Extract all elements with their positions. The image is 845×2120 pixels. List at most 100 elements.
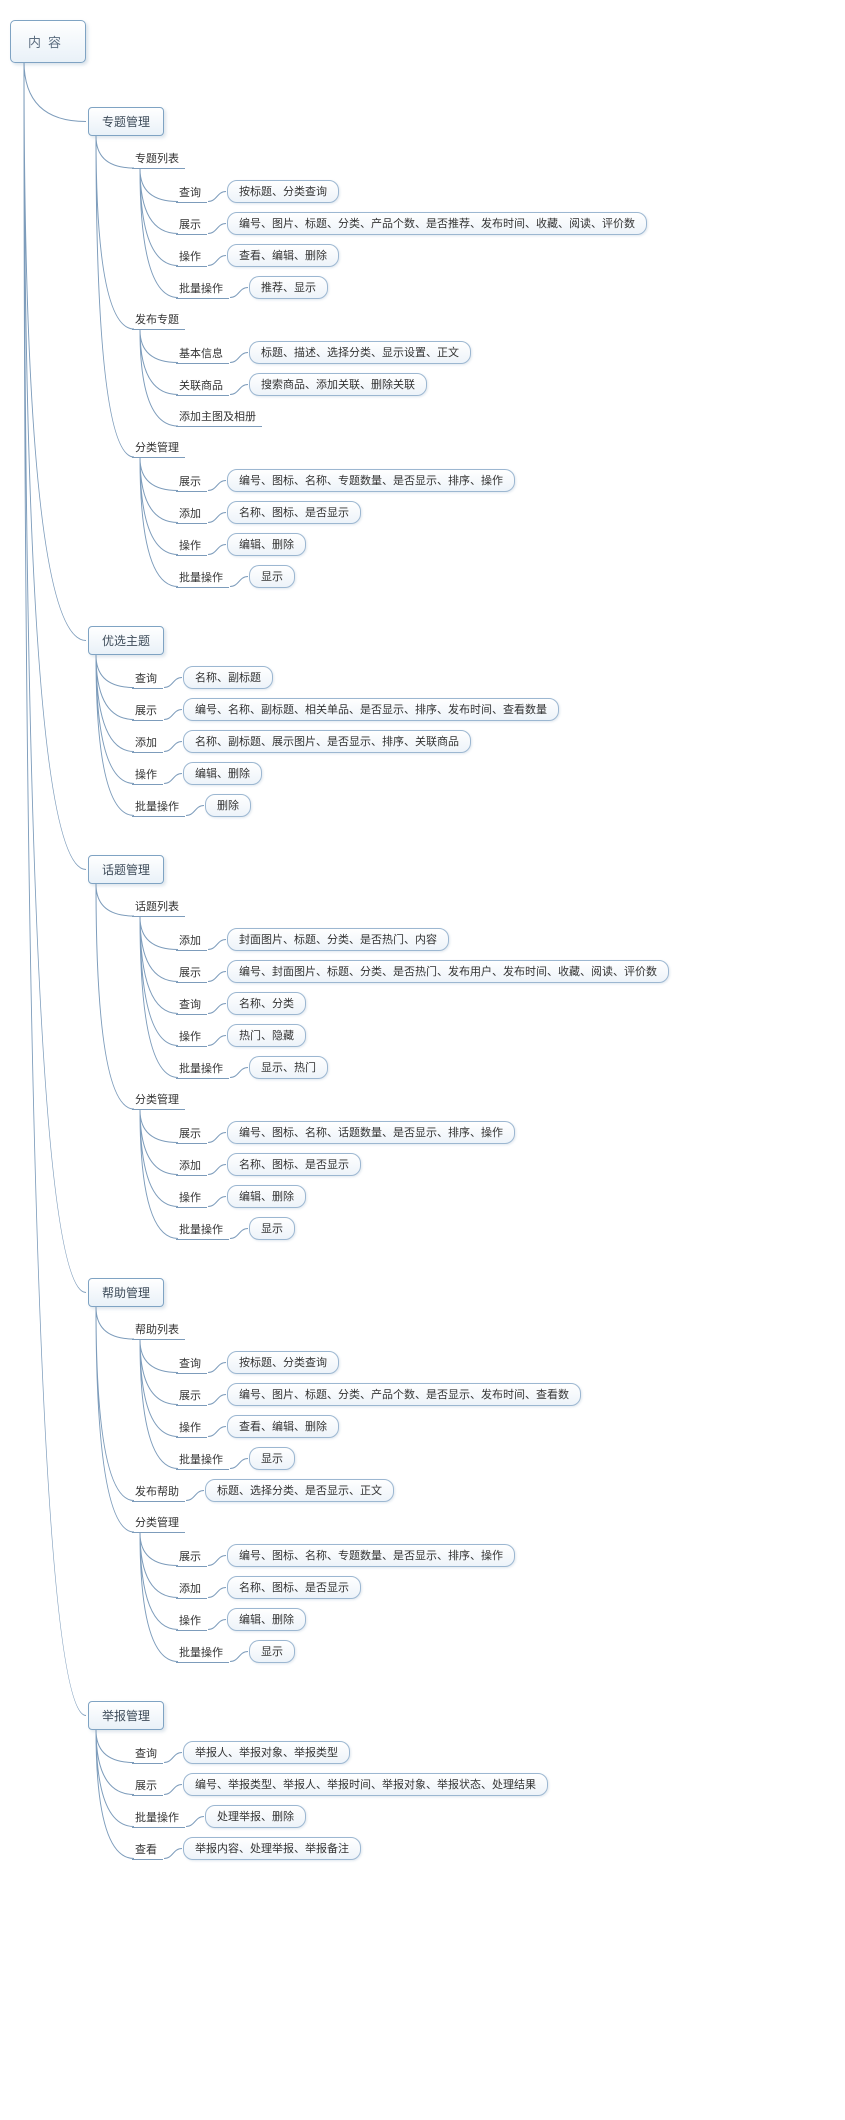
topic-node[interactable]: 添加 bbox=[176, 929, 207, 951]
topic-node[interactable]: 添加 bbox=[132, 731, 163, 753]
topic-node[interactable]: 分类管理 bbox=[132, 1088, 185, 1110]
topic-node[interactable]: 展示 bbox=[176, 1384, 207, 1406]
detail-pill[interactable]: 名称、副标题、展示图片、是否显示、排序、关联商品 bbox=[183, 730, 471, 753]
topic-node[interactable]: 批量操作 bbox=[132, 795, 185, 817]
detail-pill[interactable]: 标题、选择分类、是否显示、正文 bbox=[205, 1479, 394, 1502]
detail-pill[interactable]: 按标题、分类查询 bbox=[227, 180, 339, 203]
topic-node[interactable]: 展示 bbox=[176, 961, 207, 983]
branch-node[interactable]: 专题管理 bbox=[88, 107, 165, 136]
topic-node[interactable]: 批量操作 bbox=[176, 566, 229, 588]
topic-node[interactable]: 添加 bbox=[176, 1154, 207, 1176]
topic-node[interactable]: 基本信息 bbox=[176, 342, 229, 364]
topic-node[interactable]: 添加主图及相册 bbox=[176, 405, 262, 427]
topic-node[interactable]: 查询 bbox=[176, 1352, 207, 1374]
node-row: 内容 bbox=[10, 20, 87, 63]
detail-pill[interactable]: 查看、编辑、删除 bbox=[227, 1415, 339, 1438]
node-row: 查询名称、分类 bbox=[176, 992, 306, 1015]
detail-pill[interactable]: 编号、图标、名称、专题数量、是否显示、排序、操作 bbox=[227, 1544, 515, 1567]
branch-node[interactable]: 帮助管理 bbox=[88, 1278, 165, 1307]
detail-pill[interactable]: 删除 bbox=[205, 794, 251, 817]
detail-pill[interactable]: 封面图片、标题、分类、是否热门、内容 bbox=[227, 928, 449, 951]
detail-pill[interactable]: 举报内容、处理举报、举报备注 bbox=[183, 1837, 361, 1860]
detail-pill[interactable]: 推荐、显示 bbox=[249, 276, 328, 299]
topic-node[interactable]: 操作 bbox=[176, 245, 207, 267]
detail-pill[interactable]: 编号、举报类型、举报人、举报时间、举报对象、举报状态、处理结果 bbox=[183, 1773, 548, 1796]
detail-pill[interactable]: 名称、图标、是否显示 bbox=[227, 1153, 361, 1176]
detail-pill[interactable]: 标题、描述、选择分类、显示设置、正文 bbox=[249, 341, 471, 364]
topic-node[interactable]: 查询 bbox=[176, 181, 207, 203]
topic-node[interactable]: 批量操作 bbox=[176, 1057, 229, 1079]
detail-pill[interactable]: 编号、名称、副标题、相关单品、是否显示、排序、发布时间、查看数量 bbox=[183, 698, 559, 721]
node-group: 批量操作处理举报、删除 bbox=[132, 1805, 548, 1828]
detail-pill[interactable]: 处理举报、删除 bbox=[205, 1805, 306, 1828]
node-group: 关联商品搜索商品、添加关联、删除关联 bbox=[176, 373, 471, 396]
topic-node[interactable]: 查询 bbox=[176, 993, 207, 1015]
detail-pill[interactable]: 编辑、删除 bbox=[227, 533, 306, 556]
node-row: 展示编号、举报类型、举报人、举报时间、举报对象、举报状态、处理结果 bbox=[132, 1773, 548, 1796]
topic-node[interactable]: 展示 bbox=[176, 1122, 207, 1144]
topic-node[interactable]: 批量操作 bbox=[132, 1806, 185, 1828]
topic-node[interactable]: 添加 bbox=[176, 1577, 207, 1599]
detail-pill[interactable]: 名称、分类 bbox=[227, 992, 306, 1015]
topic-node[interactable]: 帮助列表 bbox=[132, 1318, 185, 1340]
topic-node[interactable]: 查询 bbox=[132, 667, 163, 689]
topic-node[interactable]: 发布帮助 bbox=[132, 1480, 185, 1502]
detail-pill[interactable]: 编辑、删除 bbox=[227, 1185, 306, 1208]
topic-node[interactable]: 添加 bbox=[176, 502, 207, 524]
detail-pill[interactable]: 名称、图标、是否显示 bbox=[227, 1576, 361, 1599]
topic-node[interactable]: 操作 bbox=[176, 1025, 207, 1047]
root-node[interactable]: 内容 bbox=[10, 20, 87, 63]
node-group: 话题列表添加封面图片、标题、分类、是否热门、内容展示编号、封面图片、标题、分类、… bbox=[132, 895, 669, 1079]
topic-node[interactable]: 操作 bbox=[176, 1609, 207, 1631]
topic-node[interactable]: 批量操作 bbox=[176, 1641, 229, 1663]
branch-node[interactable]: 优选主题 bbox=[88, 626, 165, 655]
branch-node[interactable]: 举报管理 bbox=[88, 1701, 165, 1730]
topic-node[interactable]: 分类管理 bbox=[132, 1511, 185, 1533]
topic-node[interactable]: 操作 bbox=[176, 1186, 207, 1208]
node-row: 查询按标题、分类查询 bbox=[176, 1351, 339, 1374]
branch-node[interactable]: 话题管理 bbox=[88, 855, 165, 884]
topic-node[interactable]: 话题列表 bbox=[132, 895, 185, 917]
topic-node[interactable]: 批量操作 bbox=[176, 1218, 229, 1240]
detail-pill[interactable]: 举报人、举报对象、举报类型 bbox=[183, 1741, 350, 1764]
detail-pill[interactable]: 编号、图片、标题、分类、产品个数、是否推荐、发布时间、收藏、阅读、评价数 bbox=[227, 212, 647, 235]
detail-pill[interactable]: 显示 bbox=[249, 565, 295, 588]
topic-node[interactable]: 操作 bbox=[176, 534, 207, 556]
node-row: 添加名称、图标、是否显示 bbox=[176, 501, 361, 524]
topic-node[interactable]: 批量操作 bbox=[176, 1448, 229, 1470]
detail-pill[interactable]: 显示 bbox=[249, 1217, 295, 1240]
detail-pill[interactable]: 编辑、删除 bbox=[227, 1608, 306, 1631]
detail-pill[interactable]: 编号、图片、标题、分类、产品个数、是否显示、发布时间、查看数 bbox=[227, 1383, 581, 1406]
topic-node[interactable]: 展示 bbox=[132, 699, 163, 721]
detail-pill[interactable]: 显示、热门 bbox=[249, 1056, 328, 1079]
detail-pill[interactable]: 编号、图标、名称、话题数量、是否显示、排序、操作 bbox=[227, 1121, 515, 1144]
detail-pill[interactable]: 搜索商品、添加关联、删除关联 bbox=[249, 373, 427, 396]
detail-pill[interactable]: 显示 bbox=[249, 1640, 295, 1663]
topic-node[interactable]: 查询 bbox=[132, 1742, 163, 1764]
topic-node[interactable]: 关联商品 bbox=[176, 374, 229, 396]
detail-pill[interactable]: 按标题、分类查询 bbox=[227, 1351, 339, 1374]
topic-node[interactable]: 操作 bbox=[132, 763, 163, 785]
node-group: 帮助管理帮助列表查询按标题、分类查询展示编号、图片、标题、分类、产品个数、是否显… bbox=[88, 1278, 669, 1663]
topic-node[interactable]: 操作 bbox=[176, 1416, 207, 1438]
topic-node[interactable]: 专题列表 bbox=[132, 147, 185, 169]
topic-node[interactable]: 发布专题 bbox=[132, 308, 185, 330]
detail-pill[interactable]: 名称、副标题 bbox=[183, 666, 273, 689]
topic-node[interactable]: 查看 bbox=[132, 1838, 163, 1860]
node-group: 添加名称、图标、是否显示 bbox=[176, 1153, 515, 1176]
detail-pill[interactable]: 热门、隐藏 bbox=[227, 1024, 306, 1047]
topic-node[interactable]: 分类管理 bbox=[132, 436, 185, 458]
detail-pill[interactable]: 编号、图标、名称、专题数量、是否显示、排序、操作 bbox=[227, 469, 515, 492]
detail-pill[interactable]: 编号、封面图片、标题、分类、是否热门、发布用户、发布时间、收藏、阅读、评价数 bbox=[227, 960, 669, 983]
topic-node[interactable]: 展示 bbox=[176, 213, 207, 235]
detail-pill[interactable]: 查看、编辑、删除 bbox=[227, 244, 339, 267]
topic-node[interactable]: 展示 bbox=[132, 1774, 163, 1796]
node-group: 展示编号、图片、标题、分类、产品个数、是否显示、发布时间、查看数 bbox=[176, 1383, 581, 1406]
node-row: 操作查看、编辑、删除 bbox=[176, 1415, 339, 1438]
topic-node[interactable]: 展示 bbox=[176, 470, 207, 492]
topic-node[interactable]: 展示 bbox=[176, 1545, 207, 1567]
detail-pill[interactable]: 显示 bbox=[249, 1447, 295, 1470]
topic-node[interactable]: 批量操作 bbox=[176, 277, 229, 299]
detail-pill[interactable]: 编辑、删除 bbox=[183, 762, 262, 785]
detail-pill[interactable]: 名称、图标、是否显示 bbox=[227, 501, 361, 524]
